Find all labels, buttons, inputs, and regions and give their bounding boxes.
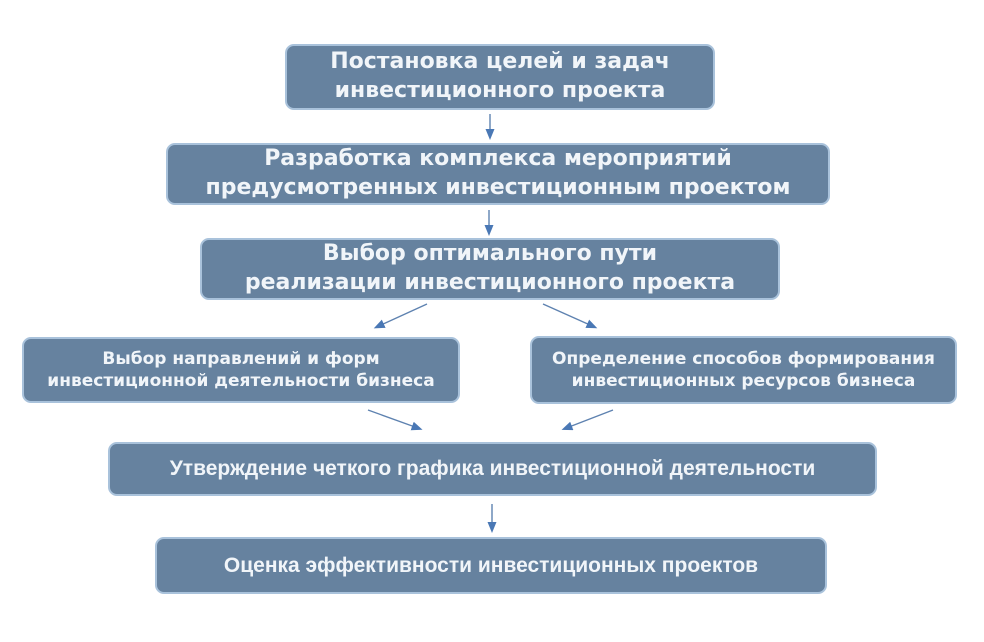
- arrow-optimal-path-to-directions: [373, 303, 428, 329]
- flow-node-schedule: Утверждение четкого графика инвестиционн…: [108, 442, 877, 496]
- flow-node-resources: Определение способов формирования инвест…: [530, 336, 957, 404]
- node-label: Оценка эффективности инвестиционных прое…: [223, 553, 759, 577]
- flow-node-measures: Разработка комплекса мероприятий предусм…: [166, 143, 830, 205]
- node-label: Разработка комплекса мероприятий предусм…: [205, 146, 791, 200]
- flow-node-optimal-path: Выбор оптимального пути реализации инвес…: [200, 238, 780, 300]
- node-label: Утверждение четкого графика инвестиционн…: [169, 457, 816, 481]
- node-label: Определение способов формирования инвест…: [552, 348, 935, 391]
- flow-node-directions: Выбор направлений и форм инвестиционной …: [22, 337, 460, 403]
- arrow-optimal-path-to-resources: [542, 303, 598, 329]
- node-label: Выбор оптимального пути реализации инвес…: [244, 241, 736, 295]
- node-label: Постановка целей и задач инвестиционного…: [330, 49, 670, 103]
- flow-node-evaluation: Оценка эффективности инвестиционных прое…: [155, 537, 827, 594]
- node-label: Выбор направлений и форм инвестиционной …: [47, 348, 435, 391]
- arrow-resources-to-schedule: [561, 409, 614, 431]
- flow-node-goals: Постановка целей и задач инвестиционного…: [285, 44, 715, 110]
- arrow-directions-to-schedule: [367, 409, 423, 431]
